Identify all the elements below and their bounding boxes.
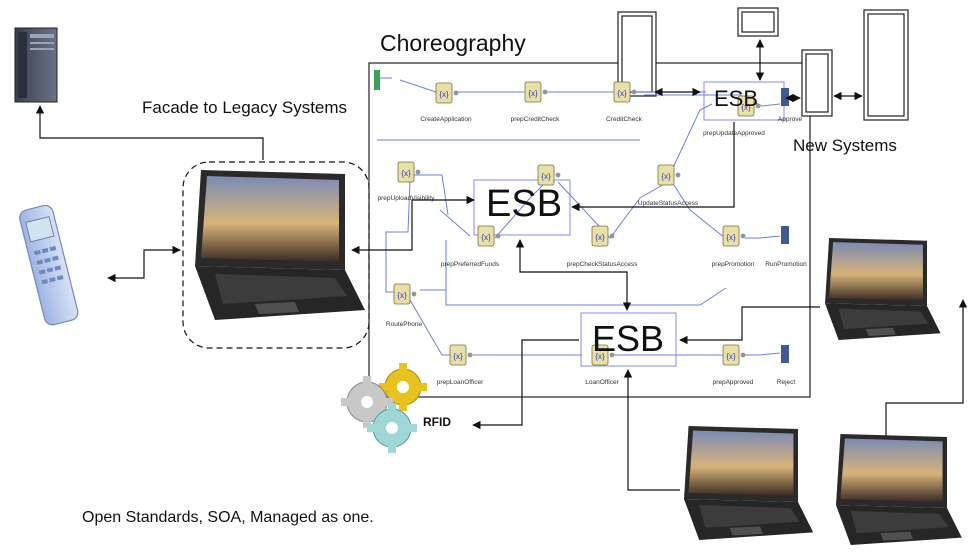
- esb-label: ESB: [714, 86, 759, 111]
- node-label: Approve: [778, 116, 803, 123]
- choreography-title: Choreography: [380, 30, 526, 56]
- new-systems-boxes: [617, 7, 909, 121]
- footer-caption: Open Standards, SOA, Managed as one.: [82, 509, 374, 526]
- node-label: prepCreditCheck: [511, 116, 561, 123]
- mobile-phone-icon: [19, 204, 79, 326]
- node-label: UpdateStatusAccess: [638, 200, 699, 207]
- process-nodes: [374, 70, 789, 366]
- facade-laptop-icon: [195, 170, 365, 320]
- node-label: prepPreferredFunds: [441, 261, 500, 268]
- new-systems-label: New Systems: [793, 136, 897, 155]
- esb-label: ESB: [486, 183, 563, 225]
- node-label: LoanOfficer: [585, 379, 619, 386]
- node-label: prepApproved: [713, 379, 754, 386]
- legacy-server-icon: [14, 27, 58, 103]
- rfid-gears-icon: [341, 363, 427, 453]
- node-label: RoutePhone: [386, 321, 423, 328]
- node-label: CreditCheck: [606, 116, 643, 123]
- node-label: prepPromotion: [712, 261, 755, 268]
- client-laptop-icon: [825, 238, 941, 340]
- connector-arrows: [35, 39, 968, 491]
- client-laptop-icon: [836, 434, 962, 545]
- node-label: prepLoanOfficer: [437, 379, 484, 386]
- node-label: CreateApplication: [420, 116, 472, 123]
- node-label: Reject: [777, 379, 796, 386]
- facade-label: Facade to Legacy Systems: [142, 98, 348, 117]
- esb-label: ESB: [592, 318, 665, 359]
- node-label: prepCheckStatusAccess: [567, 261, 639, 268]
- node-label: prepUploadVisibility: [378, 195, 436, 202]
- client-laptop-icon: [684, 426, 814, 540]
- rfid-label: RFID: [423, 415, 451, 429]
- node-label: RunPromotion: [765, 261, 807, 268]
